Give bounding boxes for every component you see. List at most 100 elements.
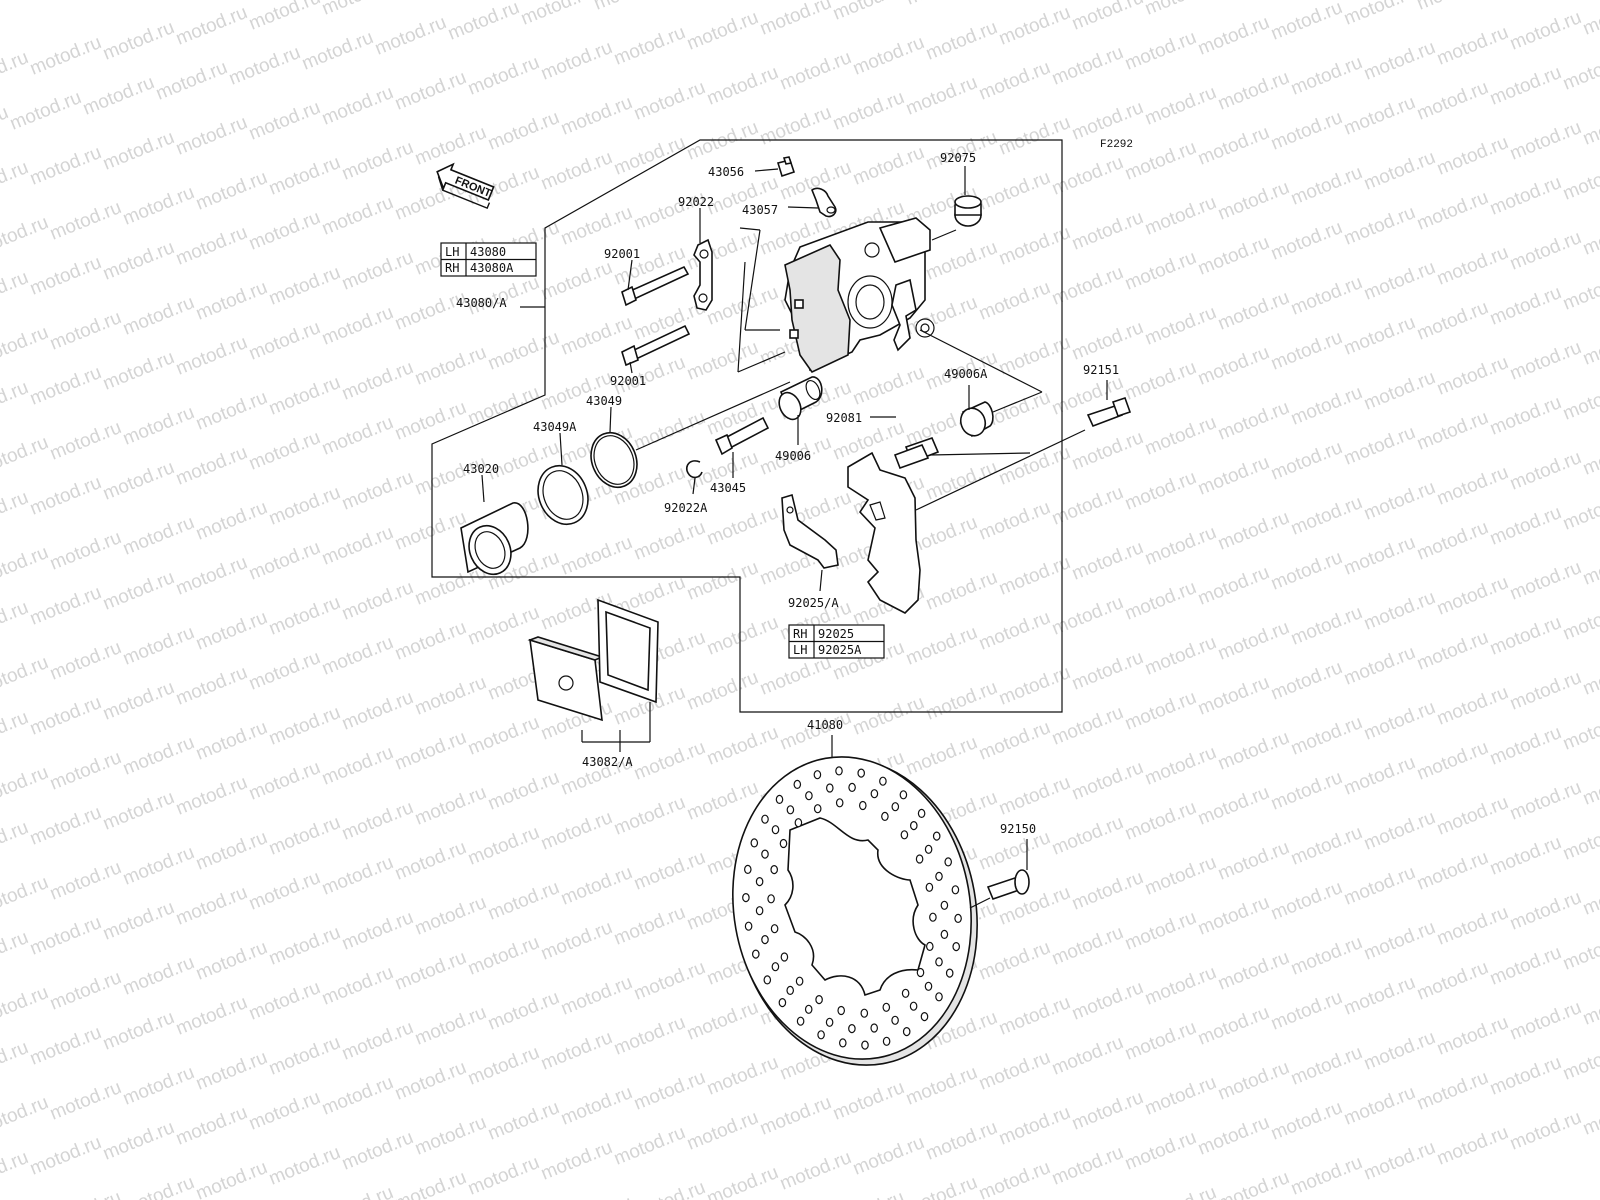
watermark-text: motod.ru xyxy=(412,562,489,610)
watermark-text: motod.ru xyxy=(319,1182,396,1200)
watermark-text: motod.ru xyxy=(1215,397,1292,445)
watermark-text: motod.ru xyxy=(485,877,562,925)
watermark-text: motod.ru xyxy=(1195,1002,1272,1050)
watermark-text: motod.ru xyxy=(1361,697,1438,745)
watermark-text: motod.ru xyxy=(1142,852,1219,900)
disc-hole xyxy=(771,962,780,972)
watermark-text: motod.ru xyxy=(903,732,980,780)
label-92001-lower: 92001 xyxy=(610,374,646,388)
watermark-text: motod.ru xyxy=(319,0,396,20)
watermark-text: motod.ru xyxy=(1288,602,1365,650)
watermark-text: motod.ru xyxy=(684,7,761,55)
watermark-text: motod.ru xyxy=(1122,467,1199,515)
watermark-text: motod.ru xyxy=(1414,0,1491,15)
disc-hole xyxy=(742,892,750,903)
watermark-text: motod.ru xyxy=(1487,832,1564,880)
disc-hole xyxy=(860,1008,869,1018)
disc-hole xyxy=(804,1004,813,1014)
disc-hole xyxy=(755,906,764,916)
table-43080: LH 43080 RH 43080A xyxy=(440,242,537,277)
watermark-text: motod.ru xyxy=(1049,42,1126,90)
watermark-text: motod.ru xyxy=(684,997,761,1045)
watermark-text: motod.ru xyxy=(100,237,177,285)
label-92150: 92150 xyxy=(1000,822,1036,836)
watermark-text: motod.ru xyxy=(1122,687,1199,735)
watermark-text: motod.ru xyxy=(1414,737,1491,785)
disc-hole-pattern xyxy=(742,766,962,1050)
table-92025-part-1: 92025 xyxy=(818,627,854,641)
disc-hole xyxy=(909,820,918,831)
caliper-assembly-frame xyxy=(431,139,1063,713)
bleeder-valve xyxy=(776,156,796,178)
pad-spring-92081 xyxy=(891,278,917,352)
watermark-text: motod.ru xyxy=(27,582,104,630)
watermark-text: motod.ru xyxy=(173,332,250,380)
caliper-bracket xyxy=(847,437,940,614)
watermark-text: motod.ru xyxy=(412,342,489,390)
watermark-text: motod.ru xyxy=(903,622,980,670)
watermark-text: motod.ru xyxy=(193,1157,270,1200)
slide-pin-43045 xyxy=(714,416,770,456)
disc-hole xyxy=(952,941,961,952)
watermark-text: motod.ru xyxy=(266,1142,343,1190)
watermark-text: motod.ru xyxy=(266,922,343,970)
watermark-text: motod.ru xyxy=(1288,492,1365,540)
watermark-text: motod.ru xyxy=(246,1087,323,1135)
watermark-text: motod.ru xyxy=(47,197,124,245)
watermark-text: motod.ru xyxy=(246,317,323,365)
watermark-text: motod.ru xyxy=(266,1032,343,1080)
watermark-text: motod.ru xyxy=(1069,647,1146,695)
watermark-text: motod.ru xyxy=(1487,612,1564,660)
watermark-text: motod.ru xyxy=(0,872,51,920)
watermark-text: motod.ru xyxy=(704,1162,781,1200)
watermark-text: motod.ru xyxy=(1580,102,1600,150)
watermark-text: motod.ru xyxy=(1268,877,1345,925)
watermark-text: motod.ru xyxy=(27,1132,104,1180)
watermark-text: motod.ru xyxy=(392,837,469,885)
watermark-text: motod.ru xyxy=(996,2,1073,50)
watermark-text: motod.ru xyxy=(704,612,781,660)
watermark-text: motod.ru xyxy=(1580,982,1600,1030)
disc-hole xyxy=(870,789,879,799)
watermark-text: motod.ru xyxy=(7,87,84,135)
disc-hole xyxy=(770,924,779,934)
watermark-text: motod.ru xyxy=(319,522,396,570)
watermark-text: motod.ru xyxy=(704,722,781,770)
watermark-text: motod.ru xyxy=(1487,722,1564,770)
watermark-text: motod.ru xyxy=(319,1072,396,1120)
disc-hole xyxy=(750,838,759,848)
watermark-text: motod.ru xyxy=(1142,302,1219,350)
watermark-text: motod.ru xyxy=(1507,117,1584,165)
disc-hole xyxy=(945,968,954,978)
disc-hole xyxy=(848,1023,856,1034)
watermark-text: motod.ru xyxy=(830,87,907,135)
watermark-text: motod.ru xyxy=(0,1092,51,1140)
watermark-text: motod.ru xyxy=(120,732,197,780)
watermark-text: motod.ru xyxy=(392,67,469,115)
watermark-text: motod.ru xyxy=(1215,837,1292,885)
watermark-text: motod.ru xyxy=(850,32,927,80)
bolt-92150 xyxy=(986,869,1030,901)
watermark-text: motod.ru xyxy=(0,1037,31,1085)
table-92025: RH 92025 LH 92025A xyxy=(788,624,885,659)
watermark-text: motod.ru xyxy=(923,677,1000,725)
watermark-text: motod.ru xyxy=(1507,447,1584,495)
watermark-text: motod.ru xyxy=(1195,452,1272,500)
disc-hole xyxy=(891,802,900,812)
disc-hole xyxy=(763,975,772,985)
watermark-text: motod.ru xyxy=(558,532,635,580)
watermark-text: motod.ru xyxy=(485,987,562,1035)
disc-hole xyxy=(779,838,788,849)
watermark-text: motod.ru xyxy=(1341,642,1418,690)
watermark-text: motod.ru xyxy=(246,207,323,255)
watermark-text: motod.ru xyxy=(27,912,104,960)
watermark-text: motod.ru xyxy=(1268,657,1345,705)
watermark-text: motod.ru xyxy=(173,552,250,600)
watermark-text: motod.ru xyxy=(319,82,396,130)
watermark-text: motod.ru xyxy=(47,527,124,575)
watermark-text: motod.ru xyxy=(412,672,489,720)
watermark-text: motod.ru xyxy=(903,1062,980,1110)
watermark-text: motod.ru xyxy=(120,292,197,340)
watermark-text: motod.ru xyxy=(1580,762,1600,810)
watermark-text: motod.ru xyxy=(1414,627,1491,675)
